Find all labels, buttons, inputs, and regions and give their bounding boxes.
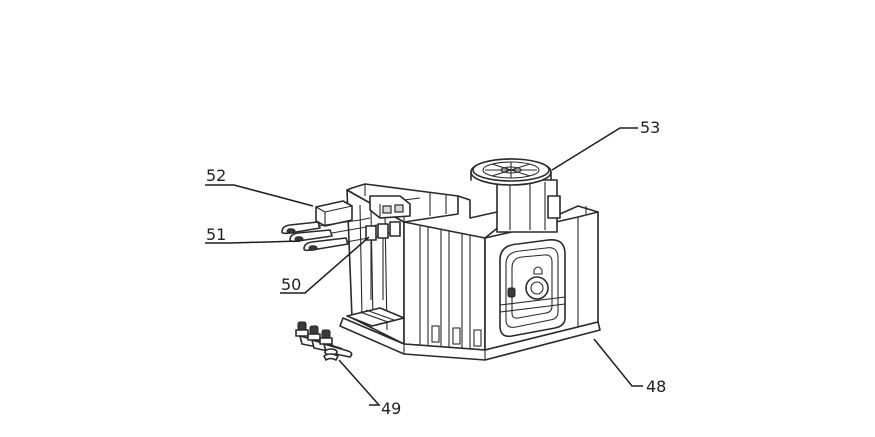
bottom-terminals-49 — [295, 321, 353, 361]
callout-53: 53 — [640, 118, 660, 137]
fan-assembly-53 — [470, 158, 561, 233]
leader-49 — [338, 359, 381, 406]
connector-pins-50 — [365, 221, 401, 300]
callout-48: 48 — [646, 377, 666, 396]
leader-53 — [551, 127, 638, 171]
leader-50 — [280, 236, 370, 294]
leader-52 — [205, 184, 314, 207]
leader-lines — [205, 127, 643, 406]
callout-49: 49 — [381, 399, 401, 418]
leader-51 — [205, 240, 301, 244]
callout-50: 50 — [281, 275, 301, 294]
leader-48 — [593, 338, 643, 387]
terminal-block-52 — [315, 195, 411, 227]
callout-52: 52 — [206, 166, 226, 185]
access-door — [499, 238, 566, 338]
callout-51: 51 — [206, 225, 226, 244]
